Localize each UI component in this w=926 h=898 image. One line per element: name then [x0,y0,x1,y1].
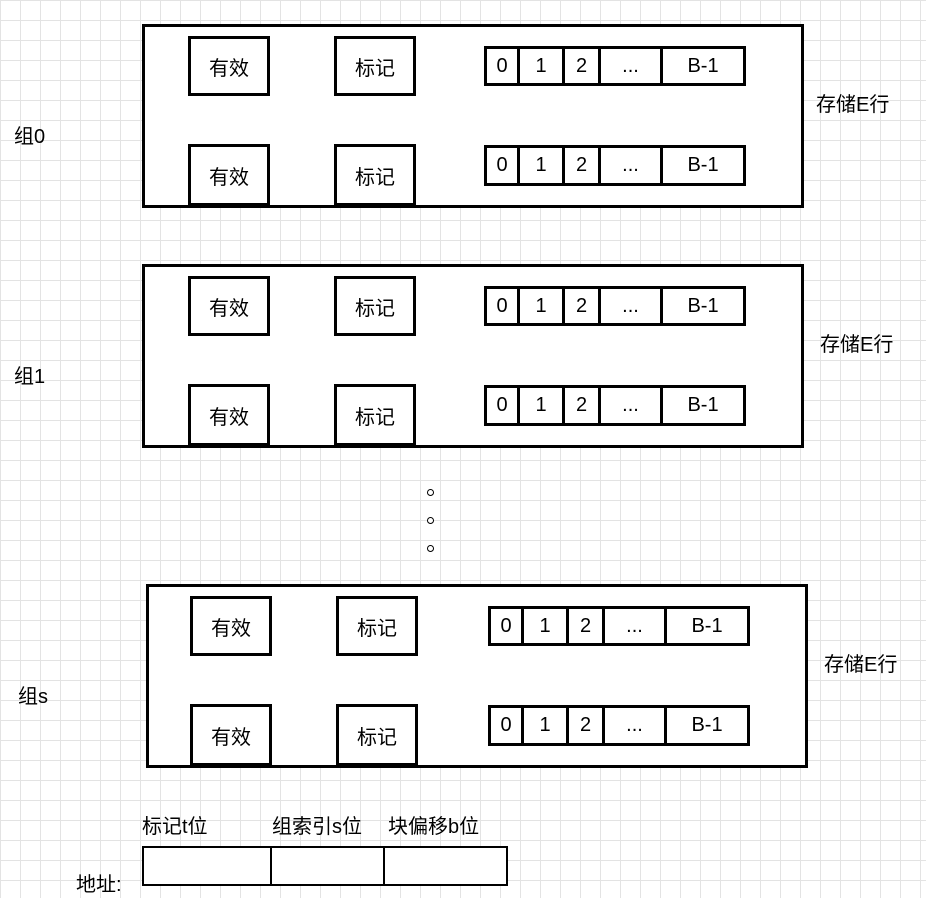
valid-bit-box: 有效 [190,596,272,656]
block-byte-cell: 2 [569,708,605,743]
block-byte-cell: 2 [565,388,601,423]
block-byte-cell: 2 [565,148,601,183]
address-field-label-tag: 标记t位 [142,816,208,838]
valid-bit-box: 有效 [188,36,270,96]
address-bit-fields [142,846,508,886]
valid-bit-box: 有效 [188,384,270,446]
block-byte-cell: ... [601,388,663,423]
cache-block-strip: 0 1 2 ... B-1 [484,286,746,326]
block-byte-cell: 0 [487,388,520,423]
address-field-label-set-index: 组索引s位 [272,816,362,838]
block-byte-cell: 0 [491,708,524,743]
block-byte-cell: 0 [487,148,520,183]
block-byte-cell: B-1 [687,154,719,176]
ellipsis-dot [427,545,434,552]
cache-block-strip: 0 1 2 ... B-1 [488,705,750,746]
block-byte-cell: ... [601,49,663,83]
block-byte-cell: 2 [565,289,601,323]
block-byte-cell: 1 [524,708,569,743]
tag-box: 标记 [334,384,416,446]
block-byte-cell: 2 [569,609,605,643]
block-byte-cell: ... [605,708,667,743]
block-byte-cell: 0 [487,289,520,323]
block-byte-cell: B-1 [691,714,723,736]
block-byte-cell: 1 [520,388,565,423]
block-byte-cell: 1 [520,289,565,323]
ellipsis-dot [427,489,434,496]
tag-box: 标记 [334,276,416,336]
valid-bit-box: 有效 [188,144,270,206]
address-tag-segment [144,848,272,884]
block-byte-cell: 1 [520,148,565,183]
tag-box: 标记 [334,36,416,96]
block-byte-cell: ... [605,609,667,643]
stores-e-lines-label: 存储E行 [816,94,890,116]
block-byte-cell: B-1 [687,394,719,416]
block-byte-cell: ... [601,289,663,323]
block-byte-cell: 1 [524,609,569,643]
group-label-0: 组0 [14,126,46,148]
address-block-offset-segment [385,848,506,884]
cache-block-strip: 0 1 2 ... B-1 [484,385,746,426]
tag-box: 标记 [334,144,416,206]
address-field-label-block-offset: 块偏移b位 [388,816,480,838]
cache-block-strip: 0 1 2 ... B-1 [484,46,746,86]
block-byte-cell: B-1 [687,54,719,77]
cache-block-strip: 0 1 2 ... B-1 [488,606,750,646]
group-label-1: 组1 [14,366,46,388]
ellipsis-dot [427,517,434,524]
block-byte-cell: B-1 [687,294,719,317]
address-label: 地址: [76,874,122,896]
stores-e-lines-label: 存储E行 [824,654,898,676]
valid-bit-box: 有效 [190,704,272,766]
tag-box: 标记 [336,596,418,656]
group-label-s: 组s [18,686,48,708]
block-byte-cell: B-1 [691,614,723,637]
block-byte-cell: 2 [565,49,601,83]
block-byte-cell: ... [601,148,663,183]
block-byte-cell: 0 [487,49,520,83]
block-byte-cell: 0 [491,609,524,643]
stores-e-lines-label: 存储E行 [820,334,894,356]
cache-block-strip: 0 1 2 ... B-1 [484,145,746,186]
tag-box: 标记 [336,704,418,766]
valid-bit-box: 有效 [188,276,270,336]
address-set-index-segment [272,848,385,884]
block-byte-cell: 1 [520,49,565,83]
